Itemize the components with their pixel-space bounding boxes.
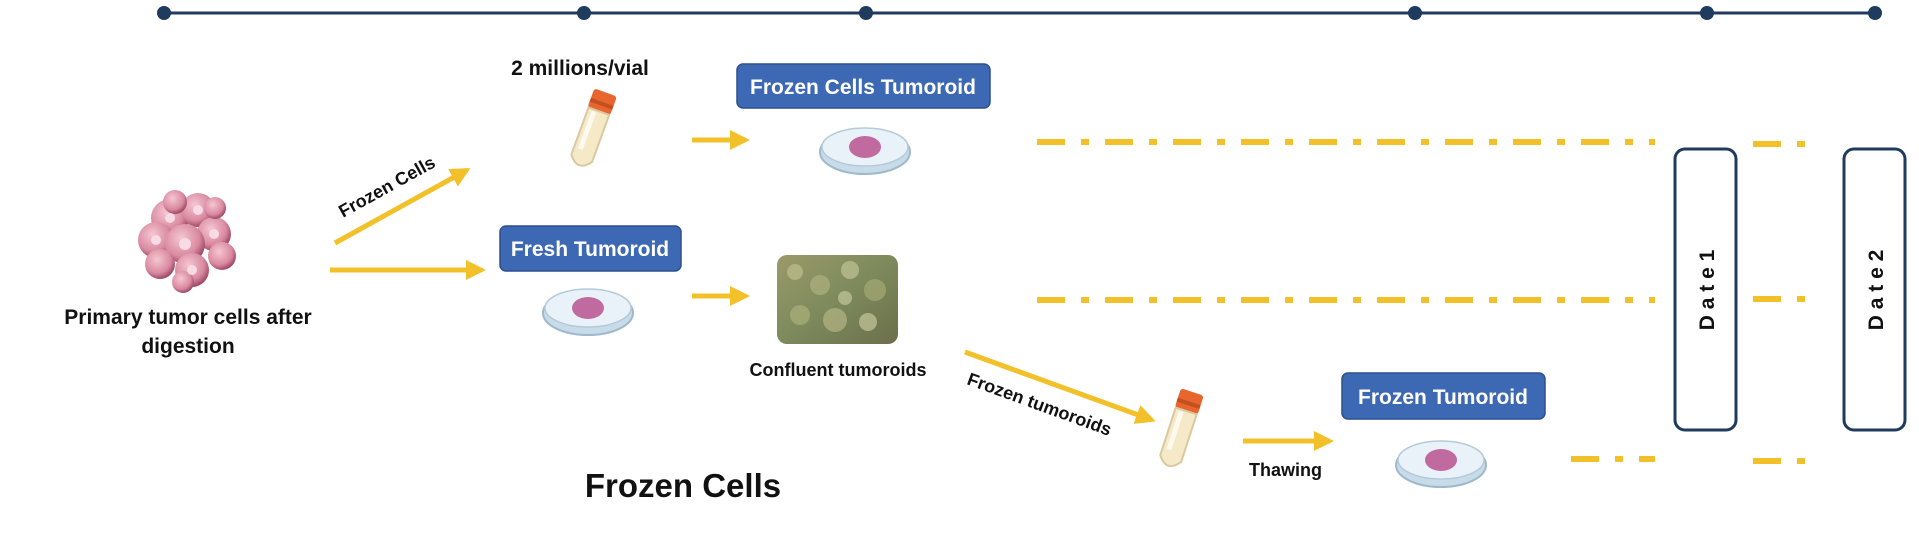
vial-icon — [1159, 389, 1203, 468]
arrow-to-vial2 — [964, 349, 1156, 424]
petri-dish-icon — [819, 127, 911, 175]
petri-dish-icon — [1395, 440, 1487, 488]
vial-count-label: 2 millions/vial — [511, 57, 649, 80]
timeline-dot — [1408, 6, 1422, 20]
primary-cells-label-line1: Primary tumor cells after — [64, 306, 311, 329]
frozen-cells-arrow-label: Frozen Cells — [335, 152, 438, 221]
frozen-cells-tumoroid-box — [736, 63, 991, 109]
fresh-tumoroid-label: Fresh Tumoroid — [511, 238, 669, 261]
date1-box — [1673, 147, 1738, 432]
timeline-dot — [859, 6, 873, 20]
fresh-tumoroid-box — [499, 225, 682, 272]
confluent-label: Confluent tumoroids — [750, 360, 927, 380]
confluent-tumoroids-image — [777, 255, 898, 344]
primary-cells-label-line2: digestion — [141, 335, 234, 358]
timeline-dot — [1868, 6, 1882, 20]
date1-label: D a t e 1 — [1696, 249, 1719, 330]
timeline — [157, 6, 1882, 20]
date2-label: D a t e 2 — [1865, 250, 1888, 331]
legend-title: Frozen Cells — [585, 467, 781, 504]
frozen-tumoroid-box — [1341, 372, 1546, 420]
timeline-dot — [157, 6, 171, 20]
frozen-cells-tumoroid-label: Frozen Cells Tumoroid — [750, 76, 976, 99]
tumor-cell-cluster-icon — [138, 190, 236, 293]
vial-icon — [570, 89, 617, 167]
thawing-label: Thawing — [1249, 460, 1322, 480]
date2-box — [1842, 147, 1907, 432]
arrow-to-vial — [333, 167, 471, 246]
petri-dish-icon — [542, 288, 634, 336]
timeline-dot — [577, 6, 591, 20]
timeline-dot — [1700, 6, 1714, 20]
frozen-tumoroid-label: Frozen Tumoroid — [1358, 386, 1528, 409]
